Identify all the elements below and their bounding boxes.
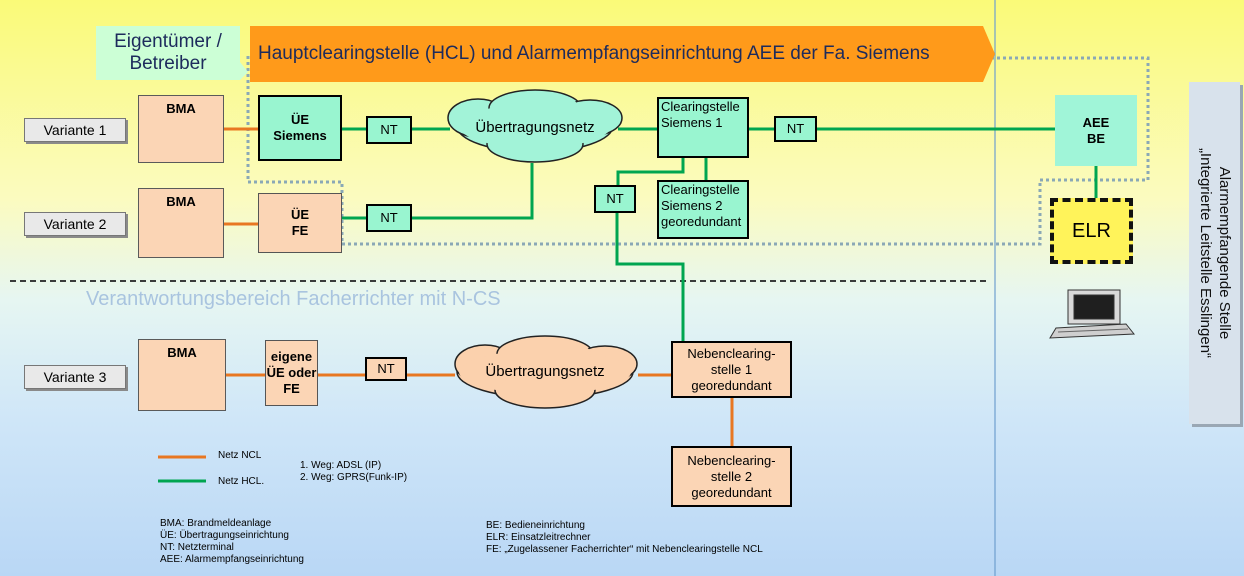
nt-box-3: NT xyxy=(365,357,407,381)
bma-box-1: BMA xyxy=(138,95,224,163)
legend-ncl-label: Netz NCL xyxy=(218,450,262,461)
owner-callout-shape xyxy=(96,26,248,80)
network-label-lower: Übertragungsnetz xyxy=(485,362,605,380)
hcl-banner-shape xyxy=(250,26,995,82)
side-label-panel: Alarmempfangende Stelle „Integrierte Lei… xyxy=(1189,82,1240,424)
variant-2-label: Variante 2 xyxy=(24,212,126,236)
nebenclearing-1-box: Nebenclearing- stelle 1 georedundant xyxy=(671,341,792,398)
legend-hcl-label: Netz HCL. xyxy=(218,476,265,487)
nt-box-clearing: NT xyxy=(774,116,817,142)
ue-siemens-box: ÜE Siemens xyxy=(258,95,342,161)
nt-box-2: NT xyxy=(366,204,412,232)
ue-fe-box: ÜE FE xyxy=(258,193,342,253)
nt-box-1: NT xyxy=(366,116,412,144)
responsibility-label: Verantwortungsbereich Facherrichter mit … xyxy=(86,288,501,310)
bma-box-2: BMA xyxy=(138,188,224,258)
eigene-ue-box: eigene ÜE oder FE xyxy=(265,340,318,406)
clearing-siemens-2-box: Clearingstelle Siemens 2 georedundant xyxy=(657,180,749,239)
variant-3-label: Variante 3 xyxy=(24,365,126,389)
clearing-siemens-1-box: Clearingstelle Siemens 1 xyxy=(657,97,749,158)
bma-box-3: BMA xyxy=(138,339,226,411)
nebenclearing-2-box: Nebenclearing- stelle 2 georedundant xyxy=(671,446,792,507)
abbreviations-left: BMA: Brandmeldeanlage ÜE: Übertragungsei… xyxy=(160,518,304,565)
variant-1-label: Variante 1 xyxy=(24,118,126,142)
abbreviations-right: BE: Bedieneinrichtung ELR: Einsatzleitre… xyxy=(486,520,763,555)
network-label-upper: Übertragungsnetz xyxy=(475,118,595,136)
hcl-banner: Hauptclearingstelle (HCL) und Alarmempfa… xyxy=(258,43,930,64)
hcl-network-lines xyxy=(342,127,1098,341)
ownership-boundary xyxy=(246,56,1150,246)
ncl-network-lines xyxy=(224,127,734,446)
side-label-line-2: „Integrierte Leitstelle Esslingen“ xyxy=(1197,147,1214,359)
side-label-line-1: Alarmempfangende Stelle xyxy=(1216,166,1233,340)
legend-route-2: 2. Weg: GPRS(Funk-IP) xyxy=(300,472,408,483)
legend-route-1: 1. Weg: ADSL (IP) xyxy=(300,460,382,471)
aee-be-box: AEE BE xyxy=(1055,95,1137,166)
elr-box: ELR xyxy=(1050,198,1133,264)
nt-box-ncl: NT xyxy=(594,185,636,213)
computer-icon xyxy=(1049,289,1136,339)
owner-label: Eigentümer / Betreiber xyxy=(114,31,222,74)
